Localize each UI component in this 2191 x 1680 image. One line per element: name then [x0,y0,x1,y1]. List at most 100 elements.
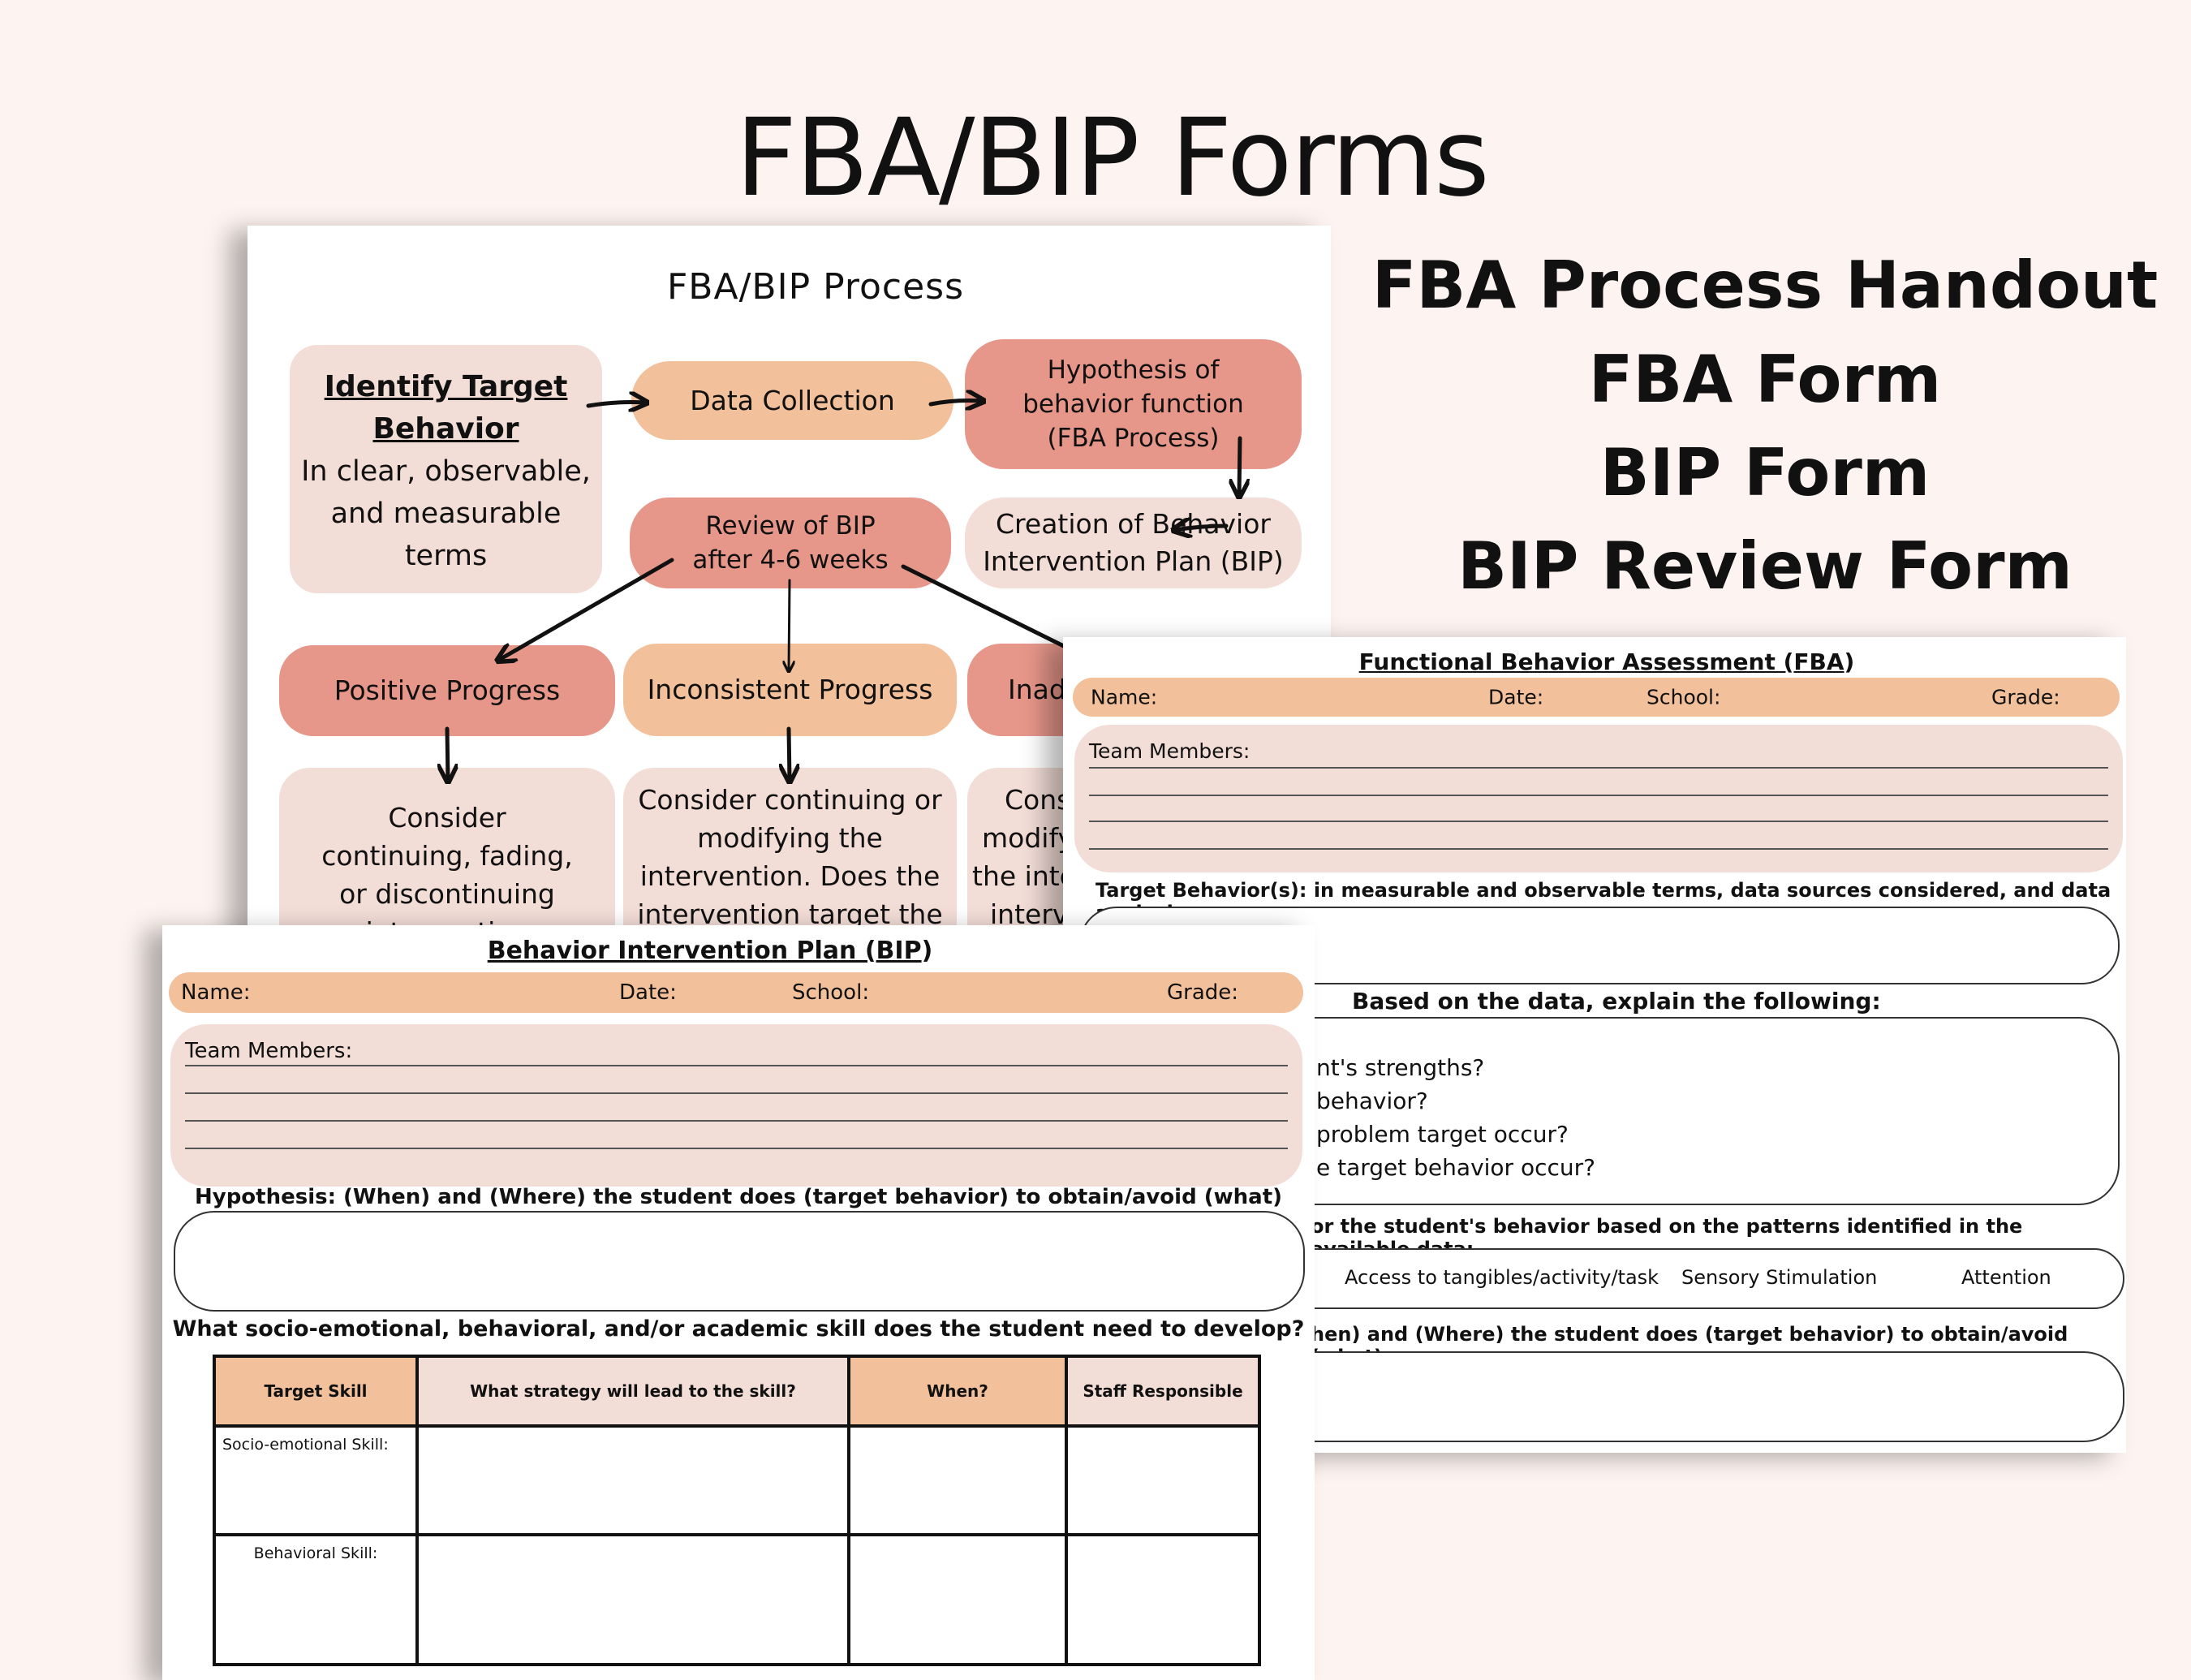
inadequate-desc: the inte [972,860,1076,892]
creation-line: Creation of Behavior [996,508,1271,540]
bip-school-label: School: [792,980,870,1005]
bip-skill-question: What socio-emotional, behavioral, and/or… [172,1316,1305,1342]
table-row: Behavioral Skill: [213,1533,1261,1666]
fba-grade-label: Grade: [1991,685,2060,709]
bip-info-bar: Name: Date: School: Grade: [169,972,1303,1013]
table-cell[interactable] [1065,1424,1261,1536]
bip-title-text: Behavior Intervention Plan ( [487,937,876,965]
review-line: Review of BIP [705,511,876,541]
arrow-icon [499,558,674,660]
table-cell[interactable] [415,1533,850,1666]
arrow-icon [901,564,1083,656]
inconsistent-desc: intervention. Does the [639,860,941,892]
process-title: FBA/BIP Process [666,266,964,308]
identify-target-node: Identify Target Behavior In clear, obser… [290,345,602,593]
arrow-icon [586,403,645,407]
function-option-tangibles[interactable]: Access to tangibles/activity/task [1345,1266,1659,1289]
identify-title: Behavior [372,412,519,446]
fba-hyp-box[interactable] [1258,1351,2124,1442]
fba-team-box: Team Members: [1074,725,2123,872]
hypothesis-line: Hypothesis of [1047,355,1220,385]
fba-function-box: Access to tangibles/activity/task Sensor… [1258,1248,2124,1309]
table-cell[interactable] [1065,1533,1261,1666]
fba-title-text: Functional Behavior Assessment ( [1358,648,1794,675]
identify-desc: In clear, observable, [301,455,591,488]
positive-progress-node: Positive Progress [279,645,615,736]
fba-info-bar: Name: Date: School: Grade: [1073,678,2120,717]
fba-title: Functional Behavior Assessment (FBA) [1063,648,2126,675]
fba-form-page: Functional Behavior Assessment (FBA) Nam… [1063,637,2126,1453]
function-option-sensory[interactable]: Sensory Stimulation [1681,1266,1878,1289]
table-cell[interactable] [847,1424,1068,1536]
bip-title-close: ) [921,937,933,965]
contents-item: BIP Form [1599,435,1931,510]
fba-target-label: Target Behavior(s): in measurable and ob… [1096,879,2111,924]
arrow-icon [789,579,790,670]
bip-hypothesis-box[interactable] [174,1211,1305,1312]
creation-line: Intervention Plan (BIP) [983,545,1284,577]
positive-desc: continuing, fading, [321,840,573,872]
creation-node: Creation of Behavior Intervention Plan (… [965,498,1302,588]
review-node: Review of BIP after 4-6 weeks [630,498,951,588]
arrow-icon [1175,526,1229,530]
positive-desc: or discontinuing [339,878,555,910]
bip-team-box: Team Members: [170,1024,1302,1187]
inadequate-desc: modify [982,822,1074,854]
table-header: Target Skill [213,1355,419,1428]
review-line: after 4-6 weeks [692,545,889,575]
function-option-attention[interactable]: Attention [1961,1266,2051,1289]
fba-school-label: School: [1646,685,1721,709]
fba-question: behavior? [1316,1088,1428,1114]
bip-title: Behavior Intervention Plan (BIP) [162,937,1258,965]
fba-explain-label: Based on the data, explain the following… [1352,988,1881,1014]
skill-table: Target Skill What strategy will lead to … [213,1355,1261,1666]
bip-grade-label: Grade: [1167,980,1239,1005]
hypothesis-line: behavior function [1022,390,1244,419]
identify-title: Identify Target [324,370,568,403]
inadequate-desc: interv [990,898,1069,930]
fba-name-label: Name: [1091,685,1158,709]
fba-question: problem target occur? [1316,1121,1569,1148]
fba-questions: nt's strengths? behavior? problem target… [1316,1051,1595,1184]
inconsistent-desc: intervention target the [637,898,943,930]
table-row-label: Behavioral Skill: [213,1533,419,1666]
fba-title-abbr: FBA [1793,648,1844,675]
fba-question: nt's strengths? [1316,1054,1485,1081]
positive-desc: Consider [388,802,506,834]
identify-desc: and measurable [330,498,562,530]
table-header: When? [847,1355,1068,1428]
bip-hypothesis-label: Hypothesis: (When) and (Where) the stude… [194,1185,1283,1209]
arrow-icon [447,726,448,780]
fba-title-close: ) [1844,648,1855,675]
table-header: What strategy will lead to the skill? [415,1355,850,1428]
arrow-icon [928,401,982,405]
bip-team-label: Team Members: [185,1039,353,1063]
fba-team-label: Team Members: [1089,739,1250,763]
fba-explain-box[interactable] [1258,1017,2120,1205]
hypothesis-node: Hypothesis of behavior function (FBA Pro… [965,339,1302,469]
bip-date-label: Date: [619,980,677,1005]
flow-arrows [248,226,1331,1151]
bip-title-abbr: BIP [876,937,922,965]
hypothesis-line: (FBA Process) [1047,424,1220,453]
contents-item: BIP Review Form [1457,528,2073,604]
inconsistent-desc: Consider continuing or [638,784,942,816]
arrow-icon [1239,436,1240,495]
inadequate-desc: Cons [1005,784,1071,816]
table-cell[interactable] [847,1533,1068,1666]
data-collection-node: Data Collection [631,361,953,440]
arrow-icon [789,726,790,780]
table-cell[interactable] [415,1424,850,1536]
fba-hyp-label: hen) and (Where) the student does (targe… [1311,1323,2068,1368]
bip-name-label: Name: [181,980,251,1005]
table-header: Staff Responsible [1065,1355,1261,1428]
identify-desc: terms [404,540,488,572]
bip-form-page: Behavior Intervention Plan (BIP) Name: D… [162,925,1315,1680]
contents-item: FBA Form [1588,342,1942,417]
main-title: FBA/BIP Forms [735,96,1490,221]
table-row-label: Socio-emotional Skill: [213,1424,419,1536]
fba-question: e target behavior occur? [1316,1154,1595,1181]
contents-item: FBA Process Handout [1371,248,2159,323]
table-row: Socio-emotional Skill: [213,1424,1261,1536]
fba-date-label: Date: [1488,685,1544,709]
